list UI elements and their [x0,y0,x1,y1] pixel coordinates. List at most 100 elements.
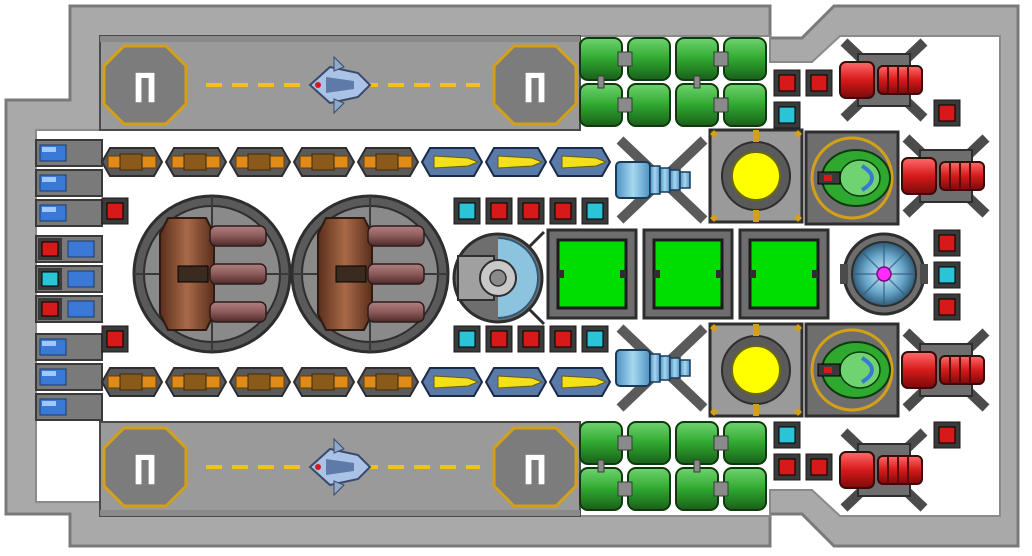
landing-pad-right: П [492,426,578,508]
main-turrets [132,194,450,354]
reactor [708,322,804,418]
laser-battery [901,134,990,218]
side-emitter [35,363,103,391]
heavy-cannon-turret [132,194,292,354]
armor-block-red [549,325,577,353]
ice-cannon [615,136,708,224]
reactors [708,128,804,418]
side-emitter [35,169,103,197]
fuel-tank-cluster [579,421,671,511]
armor-block-red [933,421,961,449]
svg-text:П: П [523,66,547,112]
thruster [356,147,420,177]
cannon-barrel [367,225,425,247]
thruster [292,367,356,397]
cannon-barrel [367,301,425,323]
fuel-tank-cluster [675,37,767,127]
armor-block-red [101,197,129,225]
fuel-tank [579,83,623,127]
armor-block-red [805,69,833,97]
side-emitter [35,265,103,293]
thruster [164,147,228,177]
fuel-tank [675,37,719,81]
fuel-tank [579,421,623,465]
fuel-tank [675,467,719,511]
fuel-tank [627,421,671,465]
armor-block-red [517,325,545,353]
laser-batteries [839,38,990,512]
gunner-pods [804,130,900,418]
landing-pad-right: П [492,44,578,126]
armor-block-red [485,197,513,225]
cargo-hold [546,228,638,320]
armor-block-cyan [773,101,801,129]
thruster [356,367,420,397]
reactor-core [731,151,781,201]
fuel-tank [627,37,671,81]
fuel-tank [675,421,719,465]
fighter-ship-bottom [308,437,372,497]
thruster [228,367,292,397]
laser-battery [839,428,928,512]
plasma-gunner [804,322,900,418]
ice-cannon [615,324,708,412]
armor-block-cyan [453,325,481,353]
armor-block-cyan [933,261,961,289]
landing-pad-icon: П [133,66,157,112]
cargo-holds [546,228,830,320]
side-emitter [35,333,103,361]
landing-pad-icon: П [133,448,157,494]
landing-pad-left: П [102,44,188,126]
cannon-barrel [209,263,267,285]
heavy-cannon-turret [290,194,450,354]
fuel-tank [723,83,767,127]
armor-block-red [773,69,801,97]
armor-block-cyan [453,197,481,225]
armor-blocks [453,69,961,481]
thruster [228,147,292,177]
cargo-hold [642,228,734,320]
armor-block-red [101,325,129,353]
fuel-tank [627,467,671,511]
armor-block-red [773,453,801,481]
reactor [708,128,804,224]
armor-block-cyan [581,325,609,353]
cannon-barrel [367,263,425,285]
plasma-gunner [804,130,900,226]
missile-pod [484,367,548,397]
warp-core [840,232,928,316]
hangar-bottom: П П [99,421,581,517]
armor-block-red [485,325,513,353]
hangar-top: П П [99,35,581,131]
fighter-ship-top [308,55,372,115]
cannon-barrel [209,301,267,323]
fuel-tank [723,37,767,81]
landing-pad-left: П [102,426,188,508]
side-emitter [35,199,103,227]
laser-battery [839,38,928,122]
shield-generator [452,230,546,326]
thruster [164,367,228,397]
reactor-core [731,345,781,395]
cannon-barrel [209,225,267,247]
fuel-tank [723,467,767,511]
missile-pod [420,367,484,397]
side-emitter [35,393,103,421]
fuel-tanks-top [579,37,767,127]
thruster-row-bottom [100,367,612,397]
left-emitter-column [35,139,129,421]
armor-block-red [549,197,577,225]
fuel-tank [627,83,671,127]
armor-block-red [517,197,545,225]
side-emitter [35,139,103,167]
fuel-tanks-bottom [579,421,767,511]
armor-block-cyan [581,197,609,225]
armor-block-red [933,99,961,127]
missile-pod [420,147,484,177]
armor-block-red [933,229,961,257]
laser-battery [901,328,990,412]
missile-pod [548,367,612,397]
thruster [100,147,164,177]
